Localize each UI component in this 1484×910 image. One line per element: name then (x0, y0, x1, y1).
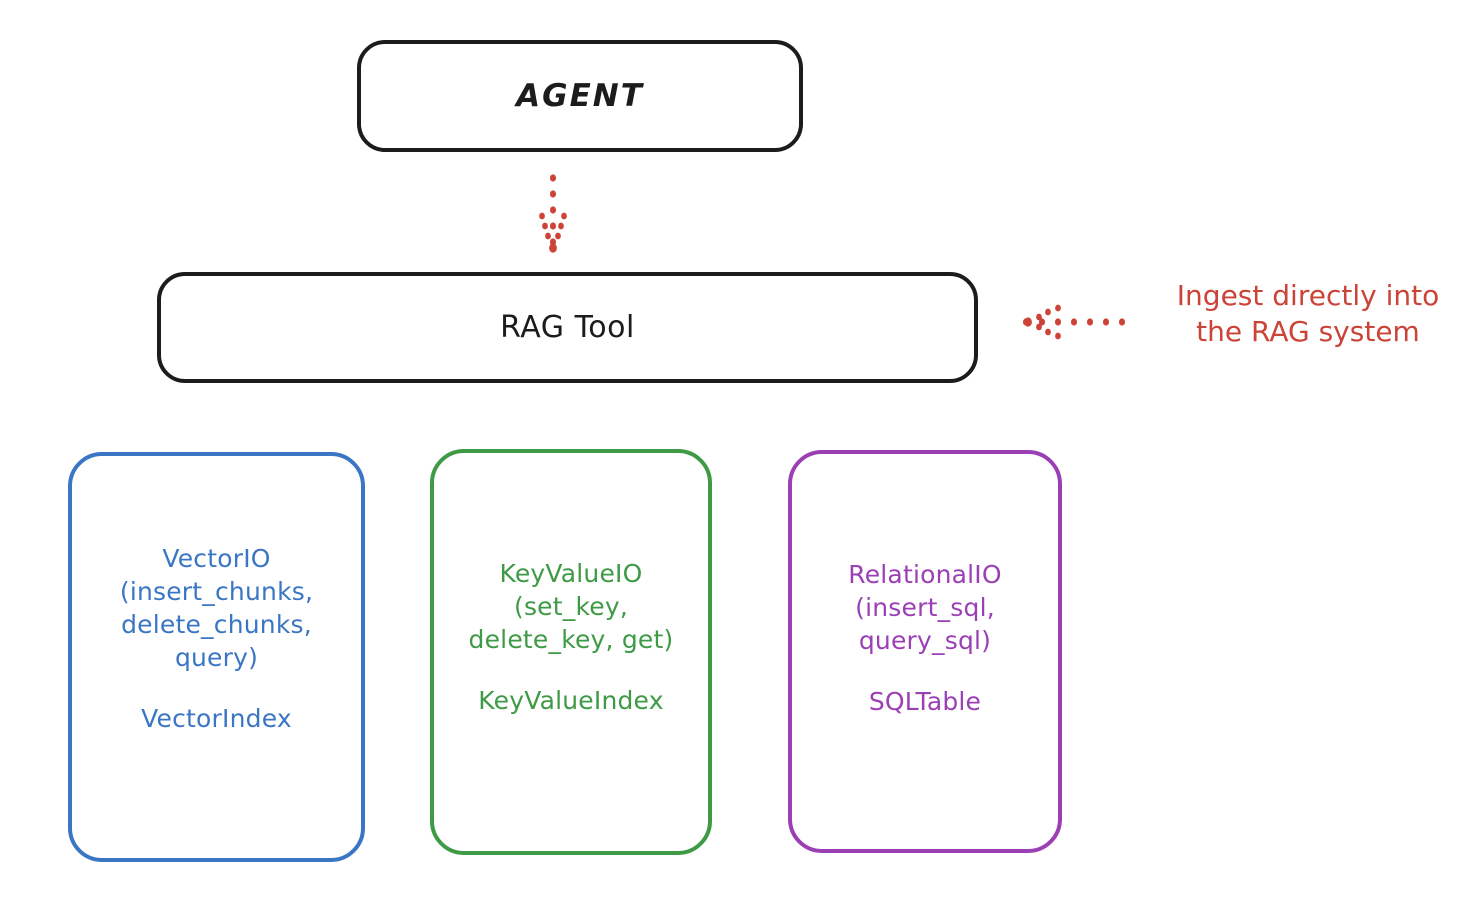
node-relational-io[interactable]: RelationalIO (insert_sql, query_sql) SQL… (788, 450, 1062, 853)
node-vector-io[interactable]: VectorIO (insert_chunks, delete_chunks, … (68, 452, 365, 862)
vector-io-api-label: VectorIO (insert_chunks, delete_chunks, … (119, 544, 314, 672)
vector-io-index-label: VectorIndex (141, 704, 292, 733)
node-key-value-io[interactable]: KeyValueIO (set_key, delete_key, get) Ke… (430, 449, 712, 855)
relational-io-api-label: RelationalIO (insert_sql, query_sql) (848, 560, 1002, 655)
relational-io-index-label: SQLTable (868, 687, 982, 716)
key-value-io-index-label: KeyValueIndex (478, 686, 664, 715)
node-agent[interactable]: AGENT (357, 40, 803, 152)
node-agent-label: AGENT (516, 78, 644, 114)
key-value-io-api-label: KeyValueIO (set_key, delete_key, get) (468, 559, 674, 654)
node-rag-tool-label: RAG Tool (500, 310, 635, 345)
node-rag-tool[interactable]: RAG Tool (157, 272, 978, 383)
annotation-ingest-text: Ingest directly into the RAG system (1176, 279, 1440, 349)
